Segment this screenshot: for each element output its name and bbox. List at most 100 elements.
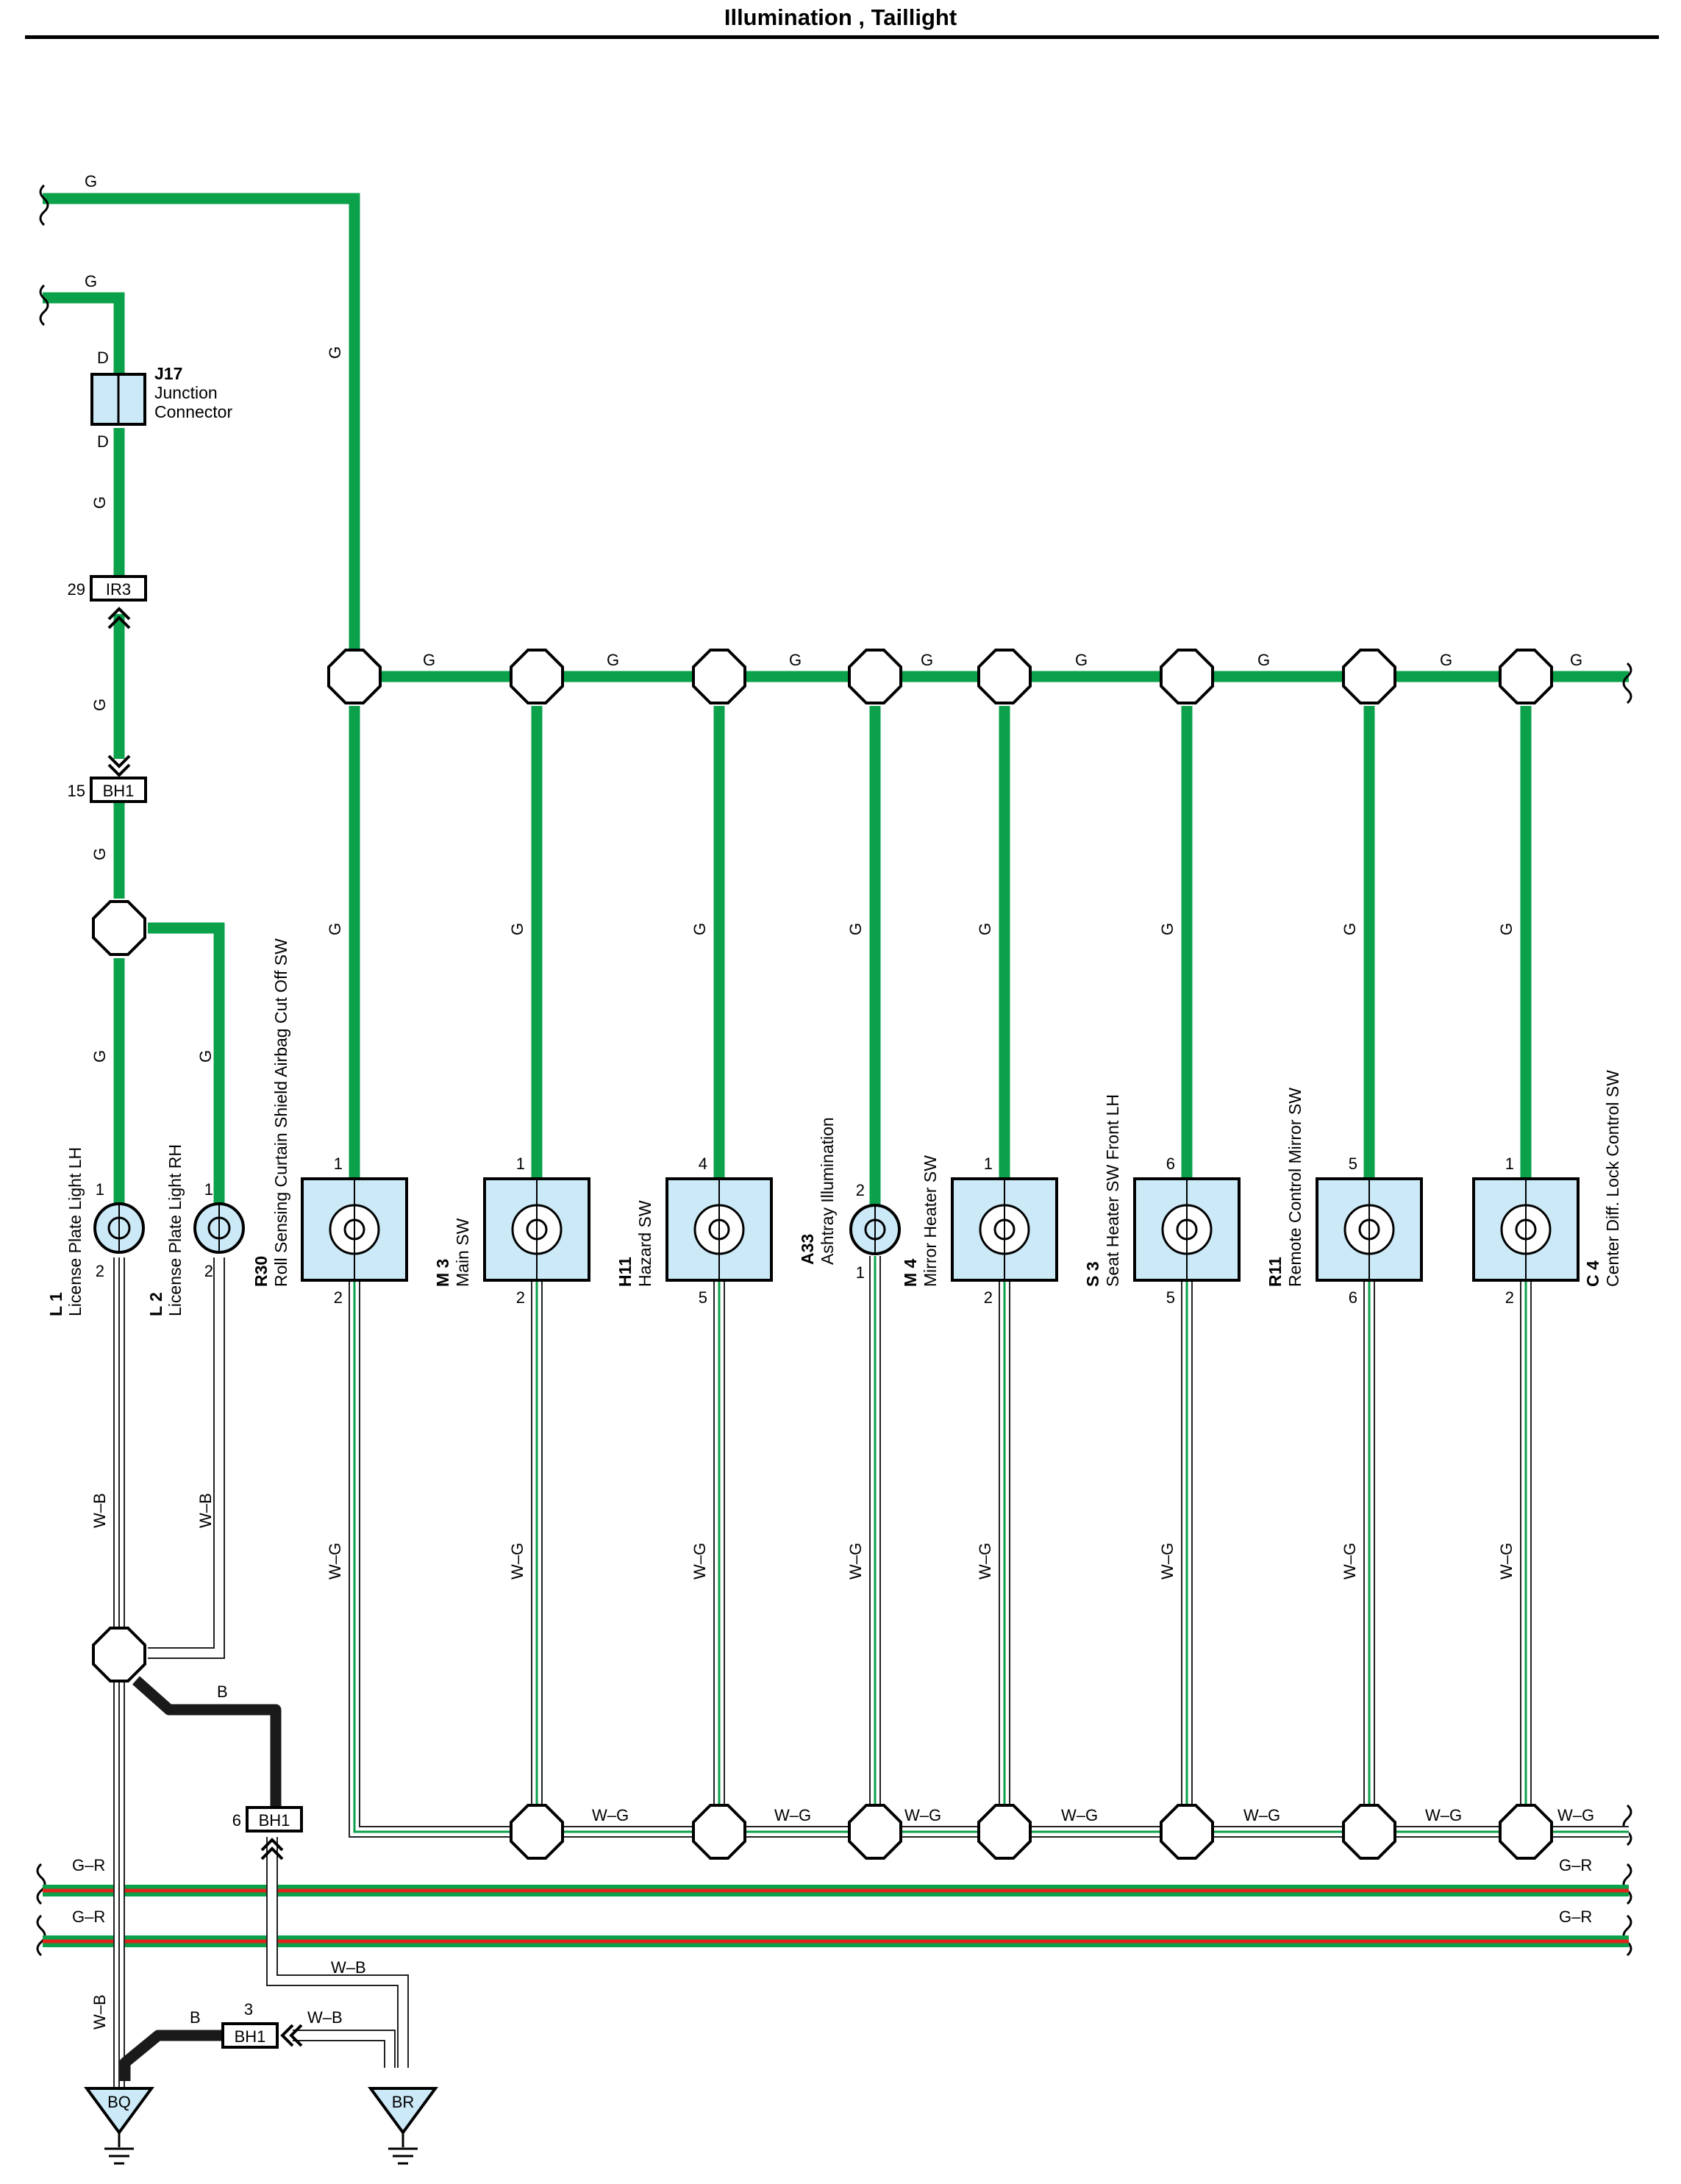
label-wg: W–G [690, 1543, 709, 1580]
l2-code: L 2 [146, 1292, 165, 1316]
ground-br: BR [368, 2087, 438, 2165]
label-wg: W–G [846, 1543, 865, 1580]
label-gr: G–R [1559, 1856, 1592, 1874]
label-g: G [90, 848, 109, 860]
label-g: G [976, 923, 994, 935]
bh1-connector-c: BH1 3 [221, 2000, 303, 2049]
bh1-c-arrow-icon [280, 2024, 303, 2047]
wire-labels: G G G G G G G G G G G G G G G G G G G G … [72, 172, 1594, 2030]
label-g: G [1570, 651, 1582, 669]
label-wg: W–G [904, 1806, 941, 1824]
ir3-connector: IR3 29 [68, 575, 147, 629]
ir3-pin: 29 [68, 580, 85, 599]
bh1-a-pin: 15 [68, 782, 85, 800]
m4-code: M 4 [901, 1258, 920, 1287]
r30-pin-top: 1 [334, 1155, 343, 1173]
splices [92, 649, 1553, 1860]
wb-wires [113, 1257, 409, 2087]
splice-wg-4 [977, 1804, 1032, 1860]
m3-name: Main SW [453, 1218, 472, 1287]
label-g: G [690, 923, 709, 935]
label-g: G [85, 172, 97, 190]
splice-wg-3 [848, 1804, 902, 1860]
ground-bq: BQ [84, 2087, 154, 2165]
l2-pin-bottom: 2 [204, 1262, 213, 1280]
label-gr: G–R [72, 1908, 105, 1926]
label-g: G [846, 923, 865, 935]
label-g: G [607, 651, 619, 669]
ground-icon [388, 2147, 418, 2165]
splice-wg-7 [1499, 1804, 1553, 1860]
splice-bus-3 [692, 649, 746, 704]
label-g: G [326, 923, 344, 935]
splice-bus-6 [1160, 649, 1214, 704]
label-wg: W–G [1158, 1543, 1177, 1580]
label-wb: W–B [90, 1994, 109, 2030]
ir3-arrow-icon [107, 607, 131, 629]
r30-code: R30 [251, 1256, 271, 1287]
label-wg: W–G [592, 1806, 629, 1824]
bh1-b-code: BH1 [259, 1811, 290, 1830]
label-wb: W–B [331, 1958, 366, 1977]
l1-code: L 1 [46, 1292, 65, 1316]
label-wb: W–B [196, 1493, 215, 1528]
bh1-c-pin: 3 [244, 2000, 253, 2019]
label-wb: W–B [90, 1493, 109, 1528]
r11-name: Remote Control Mirror SW [1285, 1088, 1305, 1287]
label-g: G [196, 1050, 215, 1063]
label-wb: W–B [307, 2008, 343, 2027]
light-l2: 1 2 [193, 1180, 245, 1280]
gr-wires [43, 1885, 1629, 1947]
component-s3: 6 5 S 3 Seat Heater SW Front LH [1083, 1094, 1241, 1307]
title-rule [25, 35, 1659, 39]
s3-pin-top: 6 [1166, 1155, 1175, 1173]
component-r30: 1 2 R30 Roll Sensing Curtain Shield Airb… [251, 938, 408, 1307]
label-g: G [90, 496, 109, 509]
r11-pin-bottom: 6 [1349, 1288, 1357, 1307]
label-gr: G–R [72, 1856, 105, 1874]
bh1-connector-b: BH1 6 [232, 1806, 303, 1860]
b-wires [119, 1676, 282, 2081]
splice-wg-6 [1342, 1804, 1396, 1860]
component-m4: 1 2 M 4 Mirror Heater SW [901, 1155, 1058, 1307]
label-g: G [508, 923, 527, 935]
splice-bus-1 [327, 649, 382, 704]
wg-wires [349, 1256, 1629, 1838]
m4-pin-top: 1 [984, 1155, 993, 1173]
splice-bus-5 [977, 649, 1032, 704]
r30-name: Roll Sensing Curtain Shield Airbag Cut O… [271, 938, 290, 1287]
l1-pin-bottom: 2 [96, 1262, 104, 1280]
label-b: B [190, 2008, 201, 2027]
label-g: G [90, 1050, 109, 1063]
light-l1: 1 2 [93, 1180, 145, 1280]
splice-bus-2 [510, 649, 564, 704]
j17-pin-top: D [97, 349, 109, 367]
label-g: G [921, 651, 933, 669]
l1-pin-top: 1 [96, 1180, 104, 1199]
splice-wg-5 [1160, 1804, 1214, 1860]
label-g: G [1497, 923, 1516, 935]
label-g: G [1257, 651, 1270, 669]
component-h11: 4 5 H11 Hazard SW [615, 1155, 773, 1307]
label-g: G [1075, 651, 1088, 669]
wire-g-splice-l2 [148, 922, 225, 1206]
label-g: G [789, 651, 802, 669]
label-gr: G–R [1559, 1908, 1592, 1926]
c4-code: C 4 [1583, 1260, 1602, 1287]
label-g: G [1158, 923, 1177, 935]
label-wg: W–G [508, 1543, 527, 1580]
h11-code: H11 [615, 1257, 635, 1287]
c4-pin-top: 1 [1505, 1155, 1514, 1173]
label-wg: W–G [1425, 1806, 1462, 1824]
label-wg: W–G [976, 1543, 994, 1580]
ir3-code: IR3 [106, 580, 131, 599]
j17-pin-bottom: D [97, 432, 109, 451]
splice-wg-2 [692, 1804, 746, 1860]
wire-g-second [43, 292, 125, 376]
wire-g-top [43, 193, 360, 656]
bh1-b-arrow-icon [260, 1838, 284, 1860]
l2-pin-top: 1 [204, 1180, 213, 1199]
component-c4: 1 2 C 4 Center Diff. Lock Control SW [1472, 1070, 1622, 1307]
c4-pin-bottom: 2 [1505, 1288, 1514, 1307]
